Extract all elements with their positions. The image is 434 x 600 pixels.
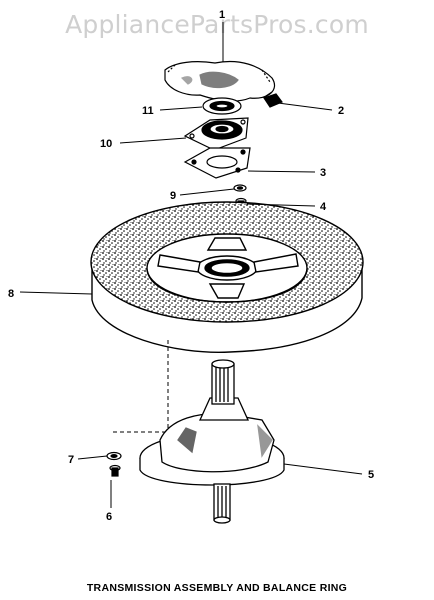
callout-2: 2 xyxy=(338,105,344,117)
leader-lines xyxy=(19,22,363,508)
callout-5: 5 xyxy=(368,469,374,481)
callout-6: 6 xyxy=(106,511,112,523)
part-6-bolt xyxy=(109,464,121,477)
callout-7: 7 xyxy=(68,454,74,466)
diagram-caption: TRANSMISSION ASSEMBLY AND BALANCE RING xyxy=(86,582,348,594)
callout-1: 1 xyxy=(219,9,225,21)
callout-3: 3 xyxy=(320,167,326,179)
callout-8: 8 xyxy=(8,288,14,300)
callout-9: 9 xyxy=(170,190,176,202)
part-1-housing xyxy=(164,60,276,102)
callout-11: 11 xyxy=(142,105,154,117)
part-8-balance-ring xyxy=(90,201,364,353)
part-3-gasket xyxy=(183,147,251,179)
watermark: AppliancePartsPros.com xyxy=(65,10,369,39)
part-9-washer xyxy=(233,184,247,192)
part-10-bearing-flange xyxy=(183,117,249,151)
callout-10: 10 xyxy=(100,138,112,150)
part-7-washer xyxy=(106,451,122,461)
part-11-seal xyxy=(202,97,242,115)
callout-4: 4 xyxy=(320,201,327,213)
part-5-transmission xyxy=(139,359,285,524)
part-2-clip xyxy=(263,91,283,108)
